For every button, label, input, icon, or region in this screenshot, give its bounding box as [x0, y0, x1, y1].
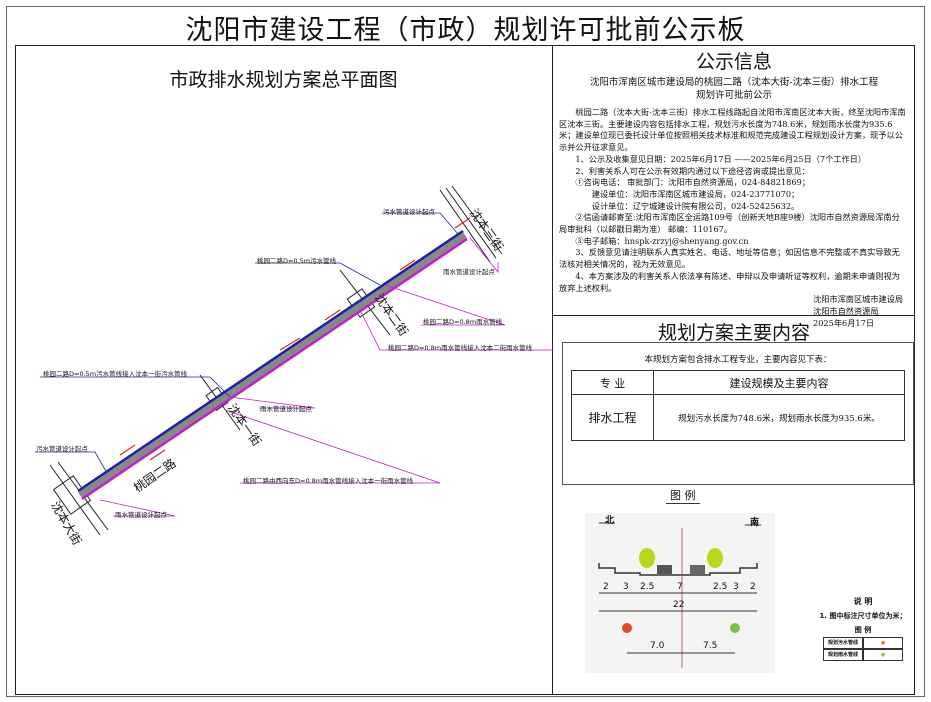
explanation: 说 明 1. 图中标注尺寸单位为米； 图 例 规划污水管线● 规划雨水管线●: [808, 595, 918, 661]
south-label: 南: [750, 518, 760, 528]
dim-label: 2.5: [713, 582, 728, 592]
notice-paragraph: 4、本方案涉及的利害关系人依法享有陈述、申辩以及申请听证等权利，逾期未申请则视为…: [559, 270, 900, 293]
road-section-drawing: [598, 522, 761, 668]
table-cell: 规划污水长度为748.6米，规划雨水长度为935.6米。: [653, 394, 905, 441]
street-line-s3: [439, 189, 491, 263]
subtitle-line: 沈阳市浑南区城市建设局的桃园二路（沈本大街-沈本三街）排水工程: [589, 77, 879, 88]
legend-title: 图 例: [666, 487, 700, 504]
notice-paragraph: ②信函请邮寄至:沈阳市浑南区全运路109号（创新天地B座9楼）沈阳市自然资源局浑…: [559, 212, 900, 235]
table-header: 建设规模及主要内容: [653, 370, 905, 395]
notice-paragraph: 3、反馈意见请注明联系人真实姓名、电话、地址等信息；如因信息不完整或不真实导致无…: [559, 247, 900, 270]
tree-icon: [707, 548, 723, 568]
rain-pipe-line: [81, 237, 468, 501]
notice-paragraph: 2、利害关系人可在公示有效期内通过以下途径咨询或提出意见：: [575, 165, 810, 176]
legend-subtitle: 图 例: [854, 626, 872, 634]
label-sewer-start-top: 污水管道设计起点: [383, 208, 435, 216]
notice-paragraph: ①咨询电话： 审批部门：沈阳市自然资源局，024-84821869；: [575, 177, 810, 188]
notice-paragraph: 设计单位：辽宁城建设计院有限公司，024-52425632。: [591, 200, 800, 211]
table-header: 专 业: [571, 370, 654, 395]
plan-title: 市政排水规划方案总平面图: [169, 69, 398, 91]
tree-icon: [639, 548, 655, 568]
legend-item: 规划雨水管线●: [808, 649, 918, 661]
board-frame: [6, 6, 925, 697]
info-title: 公示信息: [695, 51, 772, 73]
content-intro: 本规划方案包含排水工程专业，主要内容见下表：: [644, 355, 832, 365]
legend-item-label: 规划雨水管线: [823, 649, 863, 661]
notice-paragraph: 建设单位：沈阳市浑南区城市建设局，024-23771070；: [591, 188, 800, 199]
notice-paragraph: 1、公示及收集意见日期：2025年6月17日 ——2025年6月25日（7个工作…: [575, 153, 867, 164]
signature-org: 沈阳市自然资源局: [813, 305, 879, 316]
sewer-pipe-line: [77, 229, 464, 493]
north-label: 北: [605, 516, 615, 526]
label-sewer-pipe: 桃园二路D=0.5m污水管线: [257, 257, 337, 265]
label-rain-connect-2: 桃园二路D=0.8m雨水管线接入沈本二街雨水管线: [388, 344, 533, 352]
dim-label: 2: [750, 582, 756, 592]
road-section-image: 北 南 2 3 2.5 7 2.5 3 2 22 7.0 7.5: [585, 513, 775, 673]
notice-paragraph: 桃园二路（沈本大街-沈本三街）排水工程线路起自沈阳市浑南区沈本大街，终至沈阳市浑…: [559, 107, 906, 153]
car-icon: [657, 565, 672, 574]
pipe-dim: 7.5: [703, 641, 718, 651]
legend-item: 规划污水管线●: [808, 637, 918, 649]
label-sewer-start-bottom: 污水管道设计起点: [36, 445, 88, 453]
dim-label: 3: [623, 582, 629, 592]
content-title: 规划方案主要内容: [553, 315, 915, 345]
label-rain-start-top: 雨水管道设计起点: [443, 268, 495, 276]
signature-date: 2025年6月17日: [813, 317, 875, 328]
sewer-symbol-icon: [622, 623, 632, 633]
label-rain-start-bottom: 雨水管道设计起点: [115, 511, 167, 519]
notice-body: 桃园二路（沈本大街-沈本三街）排水工程线路起自沈阳市浑南区沈本大街，终至沈阳市浑…: [553, 102, 915, 294]
dim-label: 2: [603, 582, 609, 592]
label-rain-start-mid: 雨水管道设计起点: [260, 405, 312, 413]
board-inner-frame: [15, 45, 915, 695]
sewer-legend-icon: ●: [863, 637, 903, 649]
label-rain-pipe: 桃园二路D=0.8m雨水管线: [423, 318, 503, 326]
pipe-dim: 7.0: [650, 641, 665, 651]
legend-item-label: 规划污水管线: [823, 637, 863, 649]
pipe-plan-drawing: [35, 185, 553, 536]
dim-label: 7: [677, 582, 683, 592]
signature: 沈阳市浑南区城市建设局 沈阳市自然资源局 2025年6月17日: [553, 294, 915, 329]
info-panel: 公示信息 沈阳市浑南区城市建设局的桃园二路（沈本大街-沈本三街）排水工程 规划许…: [553, 45, 915, 695]
road-band: [78, 232, 467, 498]
street-line-main: [49, 464, 101, 536]
dim-label: 2.5: [640, 582, 655, 592]
subtitle-line: 规划许可批前公示: [695, 90, 772, 101]
plan-panel: 市政排水规划方案总平面图: [15, 45, 553, 695]
label-rain-connect-1: 桃园二路由西向东D=0.8m雨水管线接入沈本一街雨水管线: [243, 477, 414, 485]
info-subtitle: 沈阳市浑南区城市建设局的桃园二路（沈本大街-沈本三街）排水工程 规划许可批前公示: [553, 76, 915, 102]
dim-label: 3: [733, 582, 739, 592]
signature-org: 沈阳市浑南区城市建设局: [813, 294, 904, 305]
board-title: 沈阳市建设工程（市政）规划许可批前公示板: [185, 15, 746, 46]
table-cell: 排水工程: [571, 394, 654, 441]
rain-symbol-icon: [730, 623, 740, 633]
flow-arrows: [119, 217, 471, 461]
rain-legend-icon: ●: [863, 649, 903, 661]
dim-total: 22: [673, 600, 685, 610]
explanation-note: 1. 图中标注尺寸单位为米；: [819, 612, 907, 620]
explanation-title: 说 明: [853, 597, 873, 606]
car-icon: [690, 565, 705, 574]
content-box: 本规划方案包含排水工程专业，主要内容见下表： 专 业建设规模及主要内容 排水工程…: [562, 342, 914, 485]
content-table: 专 业建设规模及主要内容 排水工程规划污水长度为748.6米，规划雨水长度为93…: [571, 370, 905, 441]
notice-paragraph: ③电子邮箱：hnspk-zrzyj@shenyang.gov.cn: [575, 235, 749, 246]
label-sewer-connect-1: 桃园二路D=0.5m污水管线接入沈本一街污水管线: [43, 370, 188, 378]
